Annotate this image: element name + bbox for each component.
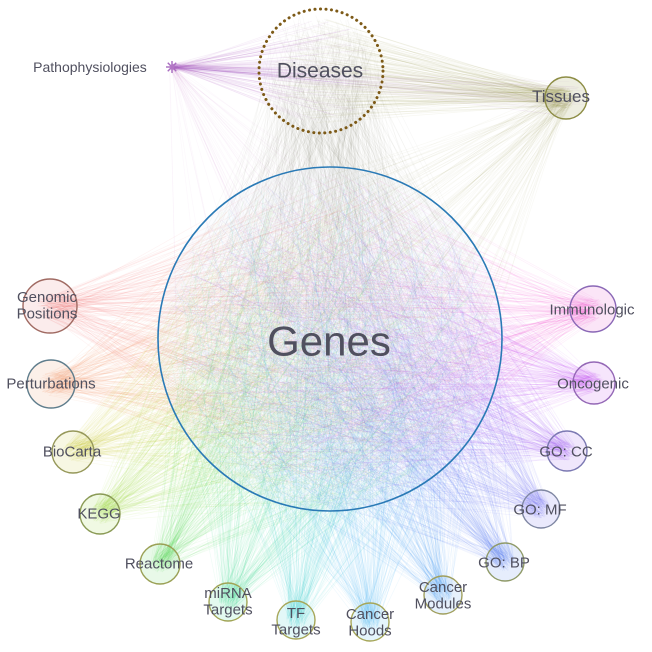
node-genomic-positions[interactable]	[22, 278, 78, 334]
node-oncogenic[interactable]	[572, 361, 616, 405]
node-kegg[interactable]	[79, 493, 121, 535]
edge-bundle-reactome-genes	[150, 176, 494, 573]
edge-bundle-go-mf-genes	[168, 179, 551, 519]
edge-bundle-biocarta-genes	[62, 182, 489, 505]
node-go-bp[interactable]	[485, 542, 525, 582]
edge-bundle-go-bp-genes	[174, 177, 515, 572]
node-labels: Genes Diseases PathophysiologiesTissuesGen…	[6, 59, 635, 640]
edge-bundle-pathophysiologies-tissues	[169, 63, 585, 116]
edge-bundle-mirna-targets-genes	[170, 176, 487, 611]
node-label-diseases: Diseases	[277, 59, 363, 82]
node-mirna-targets[interactable]	[208, 582, 248, 622]
node-perturbations[interactable]	[26, 359, 76, 409]
node-genes[interactable]	[157, 166, 503, 512]
node-label-perturbations: Perturbations	[6, 375, 95, 392]
edge-bundle-oncogenic-genes	[167, 182, 605, 496]
node-label-oncogenic: Oncogenic	[557, 375, 629, 392]
edge-bundle-diseases-genes	[162, 15, 495, 506]
node-biocarta[interactable]	[51, 430, 95, 474]
node-label-go-mf: GO: MF	[513, 501, 566, 518]
node-tf-targets[interactable]	[276, 600, 316, 640]
node-reactome[interactable]	[139, 543, 181, 585]
node-label-reactome: Reactome	[125, 555, 193, 572]
edge-bundle-cancer-modules-genes	[173, 183, 494, 605]
edge-bundle-go-cc-genes	[165, 176, 577, 490]
node-go-mf[interactable]	[521, 489, 561, 529]
node-go-cc[interactable]	[546, 430, 588, 472]
node-label-kegg: KEGG	[77, 505, 120, 522]
edge-bundle-cancer-hoods-genes	[179, 175, 489, 632]
node-label-tissues: Tissues	[532, 87, 590, 106]
edge-bundle-tissues-diseases	[271, 18, 577, 124]
node-label-go-cc: GO: CC	[539, 443, 593, 460]
node-tissues[interactable]	[544, 76, 588, 120]
edge-bundle-immunologic-genes	[177, 173, 605, 500]
node-cancer-modules[interactable]	[423, 575, 463, 615]
nodes	[22, 7, 617, 642]
edge-bundles	[37, 15, 605, 632]
node-diseases[interactable]	[257, 7, 385, 135]
node-immunologic[interactable]	[569, 285, 617, 333]
node-cancer-hoods[interactable]	[350, 602, 390, 642]
edge-bundle-pathophysiologies-diseases	[169, 20, 370, 121]
edge-bundle-pathophysiologies-genes	[169, 64, 467, 463]
node-label-genes: Genes	[267, 318, 391, 365]
node-label-immunologic: Immunologic	[549, 301, 635, 318]
node-label-pathophysiologies: Pathophysiologies	[33, 59, 147, 75]
node-label-biocarta: BioCarta	[43, 443, 102, 460]
node-label-go-bp: GO: BP	[478, 554, 530, 571]
edge-bundle-genomic-positions-genes	[37, 177, 487, 505]
node-pathophysiologies[interactable]	[166, 61, 178, 73]
edge-bundle-kegg-genes	[90, 181, 489, 524]
edge-bundle-tissues-genes	[175, 87, 576, 499]
